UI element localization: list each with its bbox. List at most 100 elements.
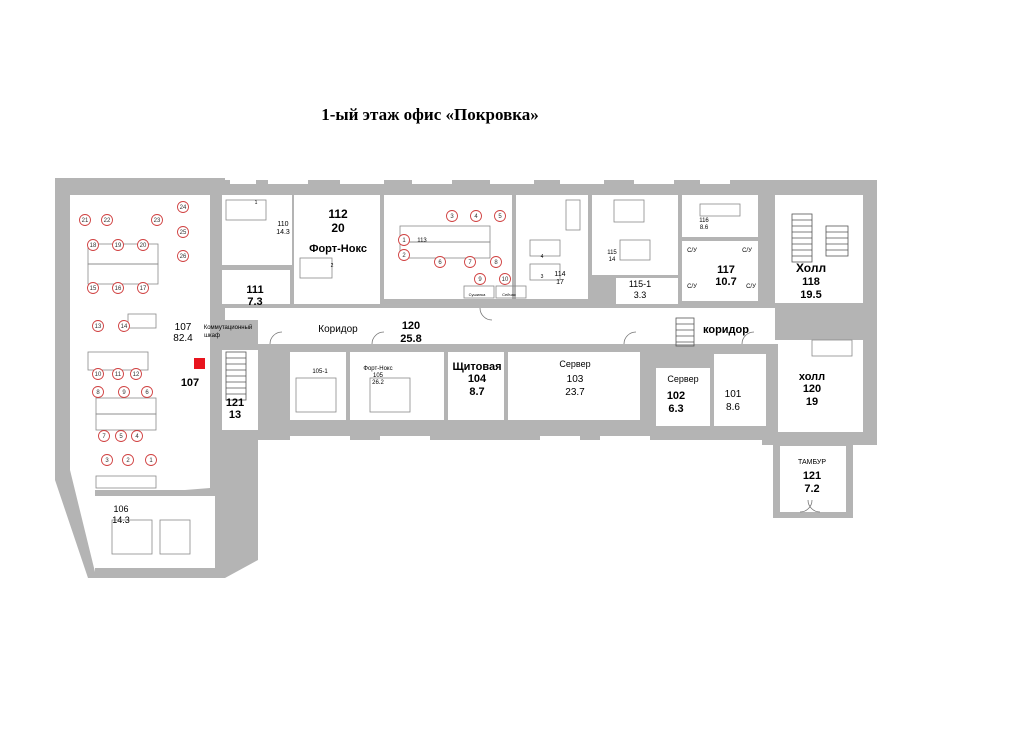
desk-seat-number: 21 xyxy=(82,218,89,224)
desk-seat xyxy=(92,368,104,380)
desk-seat-number: 11 xyxy=(115,372,122,378)
label-101-num: 101 xyxy=(725,389,742,400)
label-110-num: 110 xyxy=(277,221,288,228)
desk-seat xyxy=(470,210,482,222)
label-107-num: 107 xyxy=(175,322,192,333)
switch-cabinet-marker xyxy=(194,358,205,369)
desk-seat xyxy=(87,239,99,251)
furniture-107 xyxy=(87,243,191,555)
label-small-2: 2 xyxy=(331,263,334,269)
desk-seat-number: 6 xyxy=(145,390,149,396)
desk-seat xyxy=(494,210,506,222)
label-105-num: 105 xyxy=(373,373,384,379)
desk-seat-number: 7 xyxy=(468,260,472,266)
desk-seat-number: 12 xyxy=(133,372,140,378)
desk-seat xyxy=(434,256,446,268)
desk-seat xyxy=(115,430,127,442)
desk-seat xyxy=(398,234,410,246)
label-vestibule-name: ТАМБУР xyxy=(798,459,826,466)
label-118-num: 118 xyxy=(802,276,820,288)
desk-seat xyxy=(112,282,124,294)
label-121-num: 121 xyxy=(226,397,244,409)
stair-121 xyxy=(225,351,247,401)
desk-seat-number: 15 xyxy=(90,286,97,292)
desk-seat xyxy=(130,368,142,380)
label-110-area: 14.3 xyxy=(276,229,290,236)
desk-seat xyxy=(490,256,502,268)
desk-seat xyxy=(141,386,153,398)
label-wc-2: С/У xyxy=(742,248,752,254)
desk-seat xyxy=(464,256,476,268)
label-111-area: 7.3 xyxy=(247,296,262,308)
label-121-area: 13 xyxy=(229,409,241,421)
desk-seat xyxy=(101,214,113,226)
label-115-1-num: 115-1 xyxy=(629,279,651,289)
desk-seat-number: 22 xyxy=(104,218,111,224)
stair-118 xyxy=(791,213,849,263)
desk-seat xyxy=(98,430,110,442)
label-118-area: 19.5 xyxy=(800,289,821,301)
desk-seat-number: 24 xyxy=(180,205,187,211)
desk-seat-number: 3 xyxy=(450,214,454,220)
desk-seat xyxy=(122,454,134,466)
desk-seat xyxy=(151,214,163,226)
label-112-num: 112 xyxy=(328,207,348,221)
label-114-num: 114 xyxy=(554,271,565,278)
label-corridor-area: 25.8 xyxy=(400,333,421,345)
label-113-num: 113 xyxy=(417,238,427,244)
label-105-name: Форт-Нокс xyxy=(363,366,392,372)
label-112-name: Форт-Нокс xyxy=(309,243,367,255)
room-110-floor xyxy=(222,195,292,265)
label-115-1-area: 3.3 xyxy=(634,290,647,300)
label-vestibule-area: 7.2 xyxy=(804,483,819,495)
label-wc-4: С/У xyxy=(746,284,756,290)
label-corridor-name: Коридор xyxy=(318,324,358,335)
label-hall-120-num: 120 xyxy=(803,383,821,395)
desk-seat xyxy=(118,320,130,332)
label-106-num: 106 xyxy=(113,504,128,514)
desk-seat-number: 5 xyxy=(119,434,123,440)
desk-seat xyxy=(177,250,189,262)
label-hall-120-name: холл xyxy=(799,371,825,383)
room-112-floor xyxy=(294,195,380,304)
label-116-num: 116 xyxy=(699,218,709,224)
label-102-num: 102 xyxy=(667,390,685,402)
desk-seat-number: 10 xyxy=(95,372,102,378)
label-117-num: 117 xyxy=(717,264,735,276)
room-113-floor xyxy=(384,195,512,299)
label-103-num: 103 xyxy=(567,374,584,385)
plan-title: 1-ый этаж офис «Покровка» xyxy=(321,105,539,124)
label-hall-120-area: 19 xyxy=(806,396,818,408)
desk-seat-number: 14 xyxy=(121,324,128,330)
desk-seat xyxy=(118,386,130,398)
room-105-1-floor xyxy=(290,352,346,420)
label-104-num: 104 xyxy=(468,373,487,385)
desk-seat-number: 7 xyxy=(102,434,106,440)
desk-seat-number: 1 xyxy=(402,238,406,244)
desk-seat xyxy=(87,282,99,294)
desk-seat-number: 17 xyxy=(140,286,147,292)
desk-seat xyxy=(398,249,410,261)
label-wc-3: С/У xyxy=(687,284,697,290)
label-115-area: 14 xyxy=(609,257,616,263)
desk-seat xyxy=(112,368,124,380)
doors xyxy=(269,307,821,513)
room-102-floor xyxy=(656,368,710,426)
label-115-num: 115 xyxy=(607,250,617,256)
room-115-floor xyxy=(592,195,678,275)
desk-seat-number: 20 xyxy=(140,243,147,249)
desk-seat xyxy=(112,239,124,251)
desk-seat-number: 18 xyxy=(90,243,97,249)
label-furn-b: Сейчас xyxy=(502,292,516,297)
desk-seat xyxy=(137,239,149,251)
room-115-1-floor xyxy=(616,278,678,304)
label-corridor-num: 120 xyxy=(402,320,420,332)
desk-seat xyxy=(92,386,104,398)
label-wc-1: С/У xyxy=(687,248,697,254)
desk-seat-number: 2 xyxy=(402,253,406,259)
desk-seat-number: 25 xyxy=(180,230,187,236)
desk-seat xyxy=(177,201,189,213)
label-small-4: 4 xyxy=(541,254,544,260)
furniture-misc xyxy=(225,199,853,413)
